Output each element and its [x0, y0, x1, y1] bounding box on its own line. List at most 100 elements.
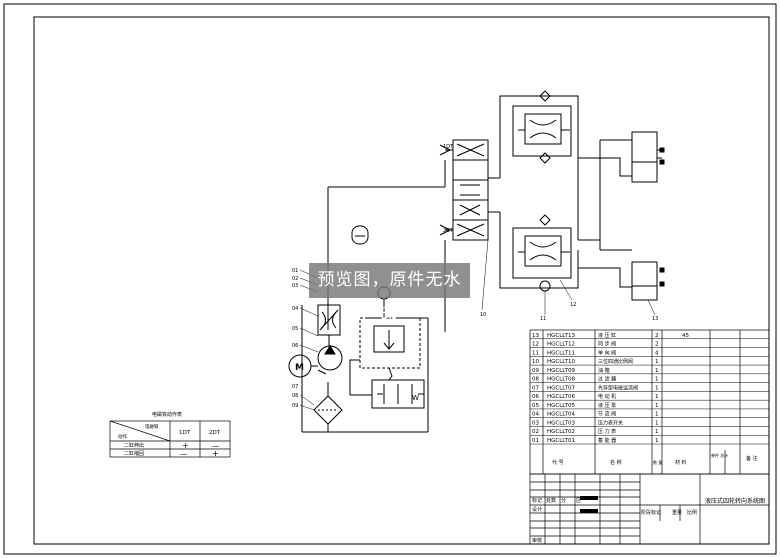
outer-border	[3, 3, 777, 555]
solenoid-corner-bottom: 动作	[118, 433, 127, 440]
bom-header-note: 备 注	[746, 455, 758, 462]
filter	[313, 382, 343, 432]
solenoid-1dt-label: 1DT	[443, 144, 454, 150]
tb-drawing-name: 液压式四轮转向系统图	[705, 497, 765, 505]
bom-cell-no: 05	[532, 403, 539, 409]
tb-label-div: 分	[561, 497, 566, 504]
bom-cell-code: HGCLLT13	[547, 333, 575, 339]
solenoid-row-1-action: 二缸伸出	[124, 442, 144, 449]
watermark-banner: 预览图，原件无水印	[309, 263, 470, 325]
tb-label-count: 处数	[546, 497, 556, 504]
solenoid-row-2-2dt: +	[212, 449, 219, 458]
pump-motor	[288, 345, 343, 378]
relief-valve	[349, 317, 425, 409]
solenoid-2dt-label: 2DT	[443, 228, 454, 234]
bom-cell-qty: 1	[655, 438, 659, 444]
bom-cell-name: 液 压 缸	[598, 332, 616, 339]
bom-cell-code: HGCLLT02	[547, 429, 575, 435]
bom-cell-no: 02	[532, 429, 539, 435]
bom-cell-qty: 1	[655, 403, 659, 409]
tb-label-review: 审核	[532, 537, 542, 544]
throttle-valve	[317, 304, 341, 346]
bom-cell-code: HGCLLT06	[547, 394, 575, 400]
callout-10: 10	[480, 312, 486, 318]
bom-cell-name: 压 力 表	[598, 428, 616, 435]
callout-03: 03	[292, 283, 298, 289]
solenoid-table-title: 电磁铁动作表	[152, 411, 182, 418]
bom-header-mass: 单件 总计	[711, 452, 728, 458]
bom-cell-qty: 2	[655, 333, 659, 339]
bom-header-name: 名 称	[610, 459, 622, 466]
solenoid-corner-top: 电磁铁	[145, 423, 159, 430]
bom-cell-no: 09	[532, 368, 539, 374]
bom-cell-name: 先导型电磁溢流阀	[598, 384, 638, 391]
callout-04: 04	[292, 306, 298, 312]
sync-valve-lower	[512, 227, 572, 279]
bom-header-code: 代 号	[552, 459, 564, 466]
bom-cell-qty: 1	[655, 429, 659, 435]
bom-cell-no: 08	[532, 377, 539, 383]
relief-w-label: W	[412, 394, 419, 402]
tb-label-weight: 重量	[672, 509, 682, 516]
bom-cell-qty: 1	[655, 368, 659, 374]
tb-label-scale: 比例	[687, 509, 697, 516]
bom-cell-name: 液 压 泵	[598, 402, 616, 409]
bom-cell-no: 04	[532, 412, 539, 418]
bom-cell-name: 单 向 阀	[598, 349, 616, 356]
solenoid-row-2-action: 二缸缩回	[124, 450, 144, 457]
solenoid-col-1dt: 1DT	[179, 430, 191, 436]
callout-08: 08	[292, 393, 298, 399]
bom-cell-name: 过 滤 器	[598, 376, 616, 383]
title-block: 标记 处数 分 区 设计 审核 阶段标记 重量 比例 液压式四轮转向系统图	[529, 473, 770, 545]
callout-05: 05	[292, 326, 298, 332]
callout-11: 11	[540, 316, 546, 322]
bom-cell-no: 01	[532, 438, 539, 444]
bom-cell-no: 03	[532, 420, 539, 426]
bom-cell-code: HGCLLT09	[547, 368, 575, 374]
directional-valve	[439, 139, 489, 241]
bom-cell-name: 节 流 阀	[598, 411, 616, 418]
title-block-fill-2	[580, 509, 598, 513]
solenoid-row-2-1dt: —	[180, 450, 187, 458]
solenoid-col-2dt: 2DT	[209, 430, 221, 436]
title-block-fill-1	[580, 496, 598, 500]
callout-12: 12	[570, 302, 576, 308]
bom-cell-no: 06	[532, 394, 539, 400]
bom-cell-no: 07	[532, 385, 539, 391]
callout-13: 13	[652, 316, 658, 322]
bom-cell-qty: 1	[655, 377, 659, 383]
tb-label-zone: 区	[576, 498, 581, 504]
callout-07: 07	[292, 384, 298, 390]
bom-cell-code: HGCLLT12	[547, 342, 575, 348]
bom-cell-qty: 1	[655, 394, 659, 400]
bom-cell-name: 油 箱	[598, 367, 610, 374]
callout-02: 02	[292, 276, 298, 282]
bom-cell-no: 13	[532, 333, 539, 339]
bom-cell-mat: 45	[682, 333, 689, 339]
bom-cell-name: 同 步 阀	[598, 341, 616, 348]
cylinder-upper	[631, 131, 665, 183]
bom-cell-qty: 2	[655, 342, 659, 348]
callout-numbers: 01 02 03 04 05 06 07 08 09 10 11 12 13 1…	[292, 144, 658, 409]
solenoid-row-1-2dt: —	[212, 442, 219, 450]
bom-cell-code: HGCLLT10	[547, 359, 575, 365]
accumulator	[351, 225, 369, 245]
bom-cell-no: 11	[532, 350, 539, 356]
check-valves	[539, 90, 551, 292]
solenoid-row-1-1dt: +	[182, 441, 189, 450]
tb-label-mark: 标记	[532, 497, 542, 504]
bom-cell-name: 三位四通比例阀	[598, 358, 633, 365]
bom-header-mat: 材 料	[675, 459, 687, 466]
bom-cell-no: 10	[532, 359, 539, 365]
callout-09: 09	[292, 403, 298, 409]
bom-cell-qty: 1	[655, 359, 659, 365]
callout-01: 01	[292, 268, 298, 274]
tb-label-design: 设计	[532, 506, 542, 513]
bom-cell-code: HGCLLT01	[547, 438, 575, 444]
bom-cell-code: HGCLLT11	[547, 350, 575, 356]
bom-cell-qty: 1	[655, 385, 659, 391]
callout-06: 06	[292, 343, 298, 349]
bom-cell-name: 电 动 机	[598, 393, 616, 400]
bom-cell-code: HGCLLT04	[547, 412, 575, 418]
